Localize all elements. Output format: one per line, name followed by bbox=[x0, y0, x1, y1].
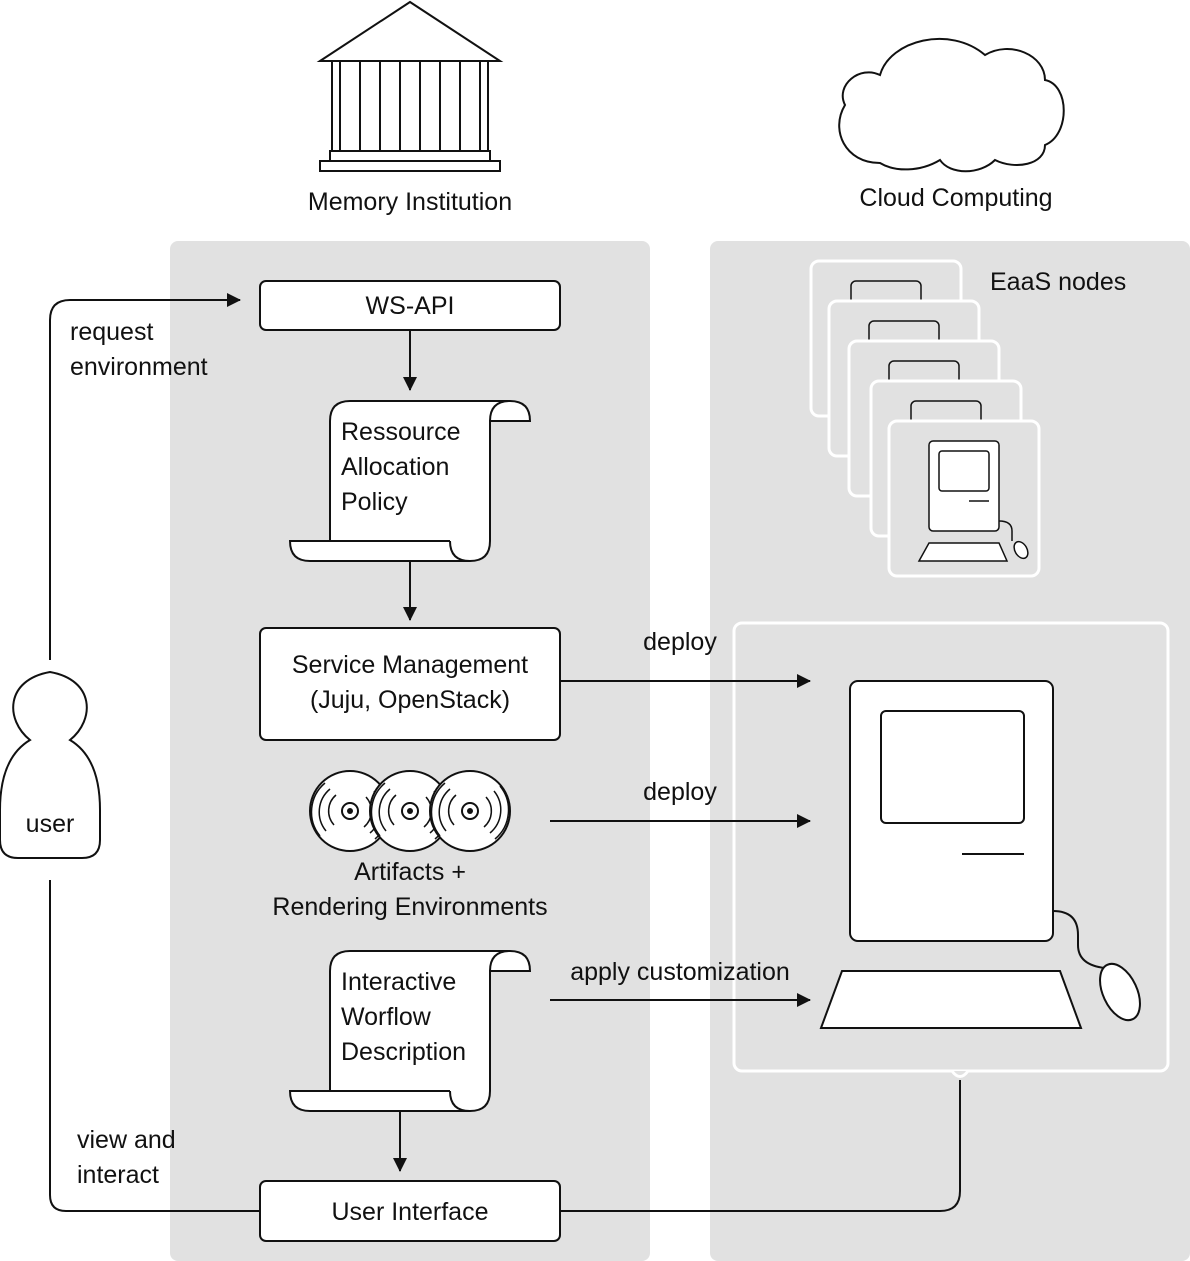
computer-icon-small bbox=[917, 440, 1029, 562]
ws-api-label: WS-API bbox=[366, 292, 455, 320]
cloud-icon bbox=[838, 37, 1065, 173]
artifacts-line-2: Rendering Environments bbox=[272, 893, 547, 921]
service-management-box bbox=[259, 627, 561, 741]
workflow-line-1: Interactive bbox=[341, 968, 456, 996]
service-line-2: (Juju, OpenStack) bbox=[310, 686, 510, 714]
building-icon bbox=[316, 0, 504, 172]
view-label-1: view and bbox=[77, 1126, 176, 1154]
cloud-computing-label: Cloud Computing bbox=[859, 184, 1052, 212]
view-interact-line bbox=[49, 880, 260, 1212]
disc-icon bbox=[309, 770, 511, 852]
workflow-line-2: Worflow bbox=[341, 1003, 432, 1031]
service-line-1: Service Management bbox=[292, 651, 528, 679]
deploy-label-1: deploy bbox=[643, 628, 717, 656]
request-label-1: request bbox=[70, 318, 153, 346]
workflow-scroll-icon bbox=[288, 950, 532, 1112]
request-label-2: environment bbox=[70, 353, 208, 381]
scroll-icon bbox=[288, 400, 532, 562]
workflow-line-3: Description bbox=[341, 1038, 466, 1066]
policy-line-2: Allocation bbox=[341, 453, 449, 481]
user-interface-label: User Interface bbox=[331, 1198, 488, 1226]
computer-icon bbox=[819, 680, 1141, 1029]
artifacts-line-1: Artifacts + bbox=[354, 858, 466, 886]
ui-to-cloud-line bbox=[560, 1080, 961, 1212]
policy-line-1: Ressource bbox=[341, 418, 461, 446]
memory-institution-label: Memory Institution bbox=[308, 188, 512, 216]
eaas-nodes-label: EaaS nodes bbox=[990, 268, 1126, 296]
deploy-label-2: deploy bbox=[643, 778, 717, 806]
eaas-nodes-stack bbox=[809, 259, 1041, 578]
request-environment-arrow bbox=[49, 293, 241, 660]
memory-institution-panel bbox=[170, 241, 650, 1261]
view-label-2: interact bbox=[77, 1161, 159, 1189]
user-label: user bbox=[26, 810, 75, 838]
policy-line-3: Policy bbox=[341, 488, 408, 516]
person-icon bbox=[0, 670, 101, 859]
node-connector bbox=[950, 1070, 970, 1078]
apply-customization-label: apply customization bbox=[570, 958, 790, 986]
